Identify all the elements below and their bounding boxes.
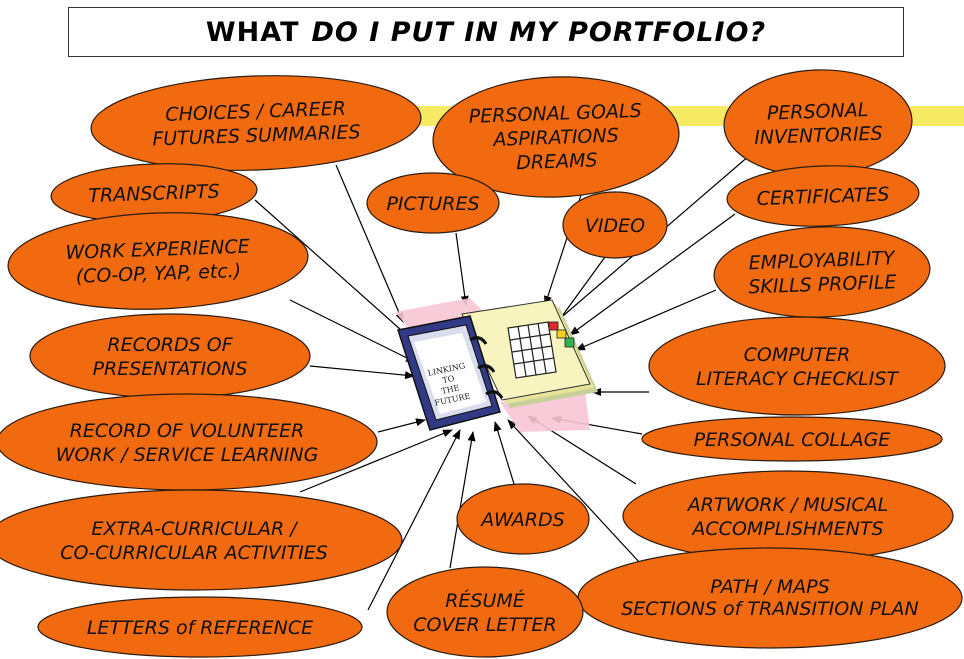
node-label-computer-literacy-checklist-2: LITERACY CHECKLIST (696, 368, 899, 390)
oval-awards (456, 483, 590, 555)
oval-extra-curricular-activities (0, 489, 403, 591)
title-part1: WHAT (205, 16, 300, 48)
oval-personal-inventories (723, 69, 913, 177)
arrow-path-maps-transition-plan (507, 419, 641, 564)
node-certificates: CERTIFICATES (726, 165, 920, 227)
node-work-experience: WORK EXPERIENCE(CO-OP, YAP, etc.) (7, 212, 309, 310)
node-extra-curricular-activities: EXTRA-CURRICULAR /CO-CURRICULAR ACTIVITI… (0, 489, 403, 591)
arrow-letters-of-reference (367, 429, 461, 611)
arrow-choices-career-futures-summaries (335, 164, 404, 323)
oval-certificates (726, 165, 920, 227)
oval-letters-of-reference (37, 596, 363, 658)
oval-computer-literacy-checklist (648, 316, 946, 416)
node-label-record-of-volunteer-work-1: RECORD OF VOLUNTEER (70, 420, 305, 442)
node-label-personal-goals-aspirations-dreams-2: ASPIRATIONS (491, 125, 619, 151)
node-letters-of-reference: LETTERS of REFERENCE (37, 596, 363, 658)
node-label-certificates-1: CERTIFICATES (756, 184, 889, 211)
oval-records-of-presentations (29, 313, 311, 399)
arrow-work-experience (289, 299, 416, 363)
node-label-extra-curricular-activities-1: EXTRA-CURRICULAR / (91, 518, 299, 540)
node-pictures: PICTURES (366, 172, 500, 234)
node-label-records-of-presentations-2: PRESENTATIONS (93, 358, 248, 380)
node-label-path-maps-transition-plan-1: PATH / MAPS (710, 576, 829, 598)
oval-personal-goals-aspirations-dreams (432, 76, 680, 198)
node-label-transcripts-1: TRANSCRIPTS (88, 181, 220, 208)
node-label-letters-of-reference-1: LETTERS of REFERENCE (87, 617, 313, 639)
node-label-resume-cover-letter-1: RÉSUMÉ (445, 589, 525, 612)
node-label-records-of-presentations-1: RECORDS OF (107, 334, 233, 356)
node-label-resume-cover-letter-2: COVER LETTER (413, 614, 556, 636)
node-personal-collage: PERSONAL COLLAGE (641, 416, 943, 462)
node-label-artwork-musical-accomplishments-1: ARTWORK / MUSICAL (686, 494, 889, 516)
oval-employability-skills-profile (713, 226, 931, 318)
node-label-personal-inventories-1: PERSONAL (767, 99, 869, 125)
arrow-certificates (569, 213, 736, 336)
oval-personal-collage (641, 416, 943, 462)
title-box: WHAT DO I PUT IN MY PORTFOLIO? (68, 7, 904, 57)
title-part2: DO I PUT IN MY PORTFOLIO? (311, 16, 767, 48)
oval-work-experience (7, 212, 309, 310)
oval-video (562, 191, 668, 259)
arrow-awards (493, 421, 515, 485)
oval-pictures (366, 172, 500, 234)
oval-artwork-musical-accomplishments (622, 470, 954, 562)
node-label-personal-inventories-2: INVENTORIES (754, 123, 883, 149)
arrow-records-of-presentations (309, 365, 415, 380)
node-label-video-1: VIDEO (585, 215, 645, 237)
arrows-group (254, 154, 751, 611)
node-video: VIDEO (562, 191, 668, 259)
node-label-path-maps-transition-plan-2: SECTIONS of TRANSITION PLAN (621, 598, 919, 620)
node-transcripts: TRANSCRIPTS (50, 163, 258, 223)
arrow-transcripts (254, 199, 411, 339)
arrow-resume-cover-letter (449, 431, 476, 569)
oval-choices-career-futures-summaries (90, 75, 422, 171)
oval-resume-cover-letter (386, 566, 584, 658)
arrow-pictures (455, 232, 469, 306)
node-label-pictures-1: PICTURES (386, 193, 479, 215)
node-label-personal-collage-1: PERSONAL COLLAGE (694, 429, 891, 451)
node-awards: AWARDS (456, 483, 590, 555)
node-label-artwork-musical-accomplishments-2: ACCOMPLISHMENTS (690, 518, 883, 540)
oval-record-of-volunteer-work (0, 393, 378, 491)
arrow-extra-curricular-activities (299, 429, 453, 493)
node-label-employability-skills-profile-1: EMPLOYABILITY (748, 247, 896, 274)
node-label-record-of-volunteer-work-2: WORK / SERVICE LEARNING (56, 444, 319, 466)
node-label-extra-curricular-activities-2: CO-CURRICULAR ACTIVITIES (60, 542, 328, 564)
node-label-personal-goals-aspirations-dreams-3: DREAMS (516, 149, 598, 174)
node-label-computer-literacy-checklist-1: COMPUTER (744, 344, 851, 366)
arrow-employability-skills-profile (575, 289, 717, 351)
node-label-awards-1: AWARDS (479, 509, 564, 531)
book-cover-line-2: TO (442, 374, 456, 385)
node-label-employability-skills-profile-2: SKILLS PROFILE (748, 271, 897, 298)
book-cover-line-3: THE (441, 383, 461, 396)
binder-portfolio-icon: LINKING TO THE FUTURE (395, 298, 598, 432)
arrow-record-of-volunteer-work (377, 418, 426, 433)
